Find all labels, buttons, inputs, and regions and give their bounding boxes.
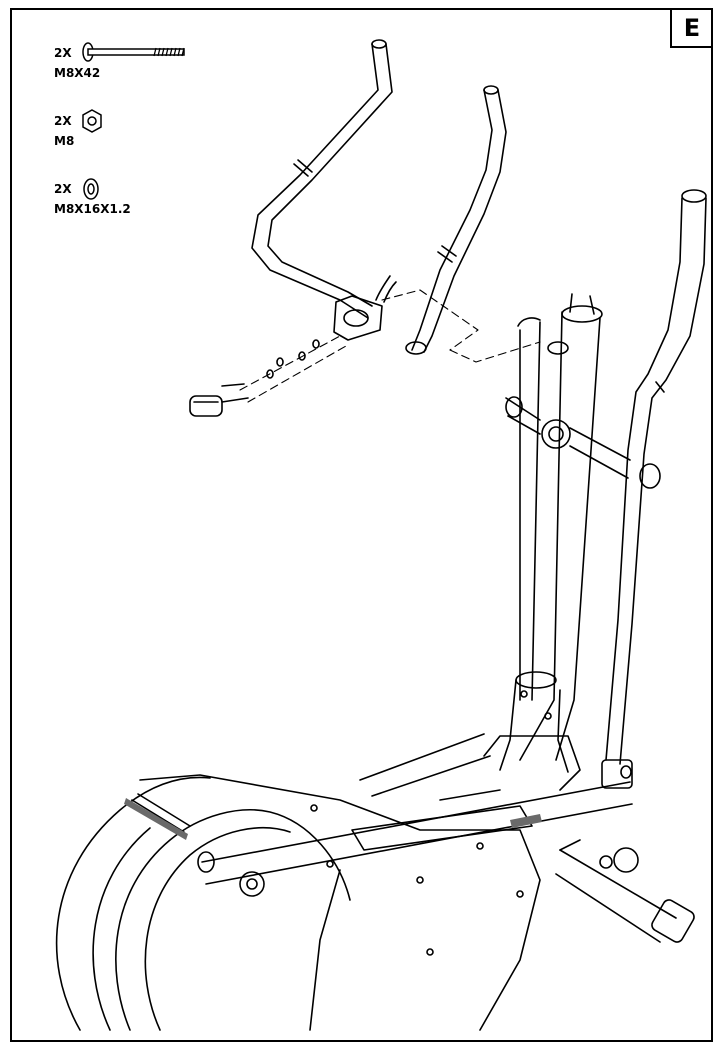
part-qty: 2X [54, 46, 72, 60]
rear-stabilizer [555, 839, 695, 943]
flywheel-cover [55, 774, 541, 1031]
pedal-arm [197, 759, 633, 897]
handlebar-bracket [333, 275, 397, 341]
step-label: E [670, 10, 712, 48]
part-size: M8X42 [54, 66, 101, 80]
frame-mast [505, 293, 661, 761]
handlebar-right [605, 189, 707, 765]
part-size: M8 [54, 134, 75, 148]
bolt-hardware [189, 339, 320, 417]
part-qty: 2X [54, 182, 72, 196]
mast-sleeve [483, 671, 581, 791]
page-frame [10, 8, 713, 1042]
assembly-drawing [55, 39, 707, 1031]
nut-icon [82, 109, 102, 133]
part-size: M8X16X1.2 [54, 202, 131, 216]
bolt-icon [82, 42, 185, 62]
handlebar-left [251, 39, 507, 355]
step-letter: E [683, 14, 701, 42]
washer-icon [83, 178, 99, 200]
front-frame-rail [359, 733, 501, 801]
part-qty: 2X [54, 114, 72, 128]
